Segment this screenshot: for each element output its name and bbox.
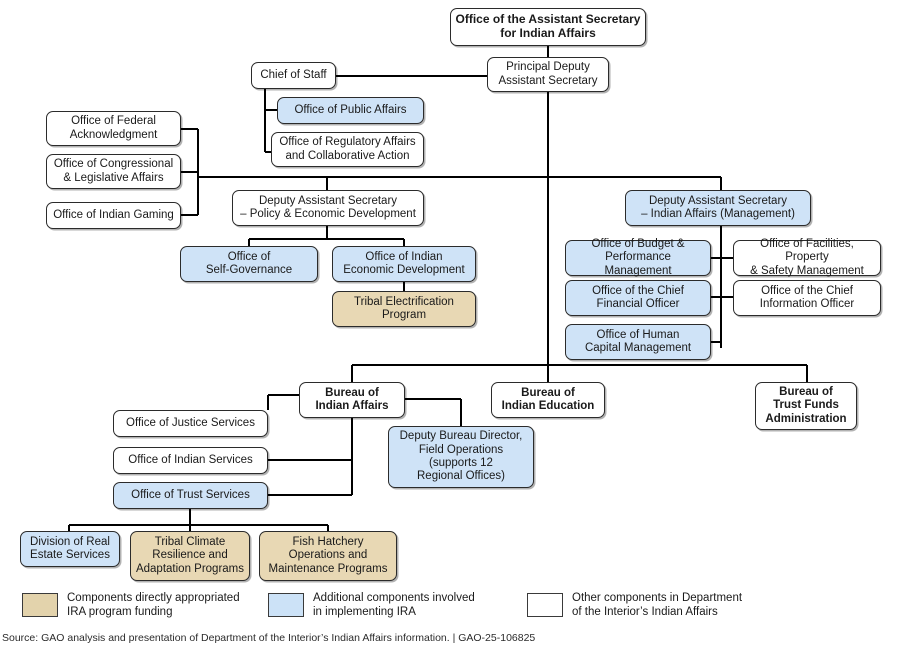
node-label: Office of Justice Services [126, 416, 255, 429]
node-office-of-indian-services[interactable]: Office of Indian Services [113, 447, 268, 474]
node-chief-of-staff[interactable]: Chief of Staff [251, 62, 336, 89]
legend-swatch-blue-icon [268, 593, 304, 617]
node-label: Office of Public Affairs [294, 103, 407, 116]
node-label: Deputy Assistant Secretary– Indian Affai… [641, 194, 795, 220]
node-label: Office of Budget &Performance Management [591, 238, 685, 277]
node-label: Office of Indian Services [128, 453, 253, 466]
node-label: Deputy Assistant Secretary– Policy & Eco… [240, 194, 416, 220]
node-deputy-assistant-secretary-management[interactable]: Deputy Assistant Secretary– Indian Affai… [625, 190, 811, 226]
node-label: Chief of Staff [260, 68, 327, 81]
footer-divider [0, 628, 900, 629]
node-office-of-indian-gaming[interactable]: Office of Indian Gaming [46, 202, 181, 229]
node-office-of-budget-performance-management[interactable]: Office of Budget &Performance Management [565, 238, 711, 277]
node-deputy-bureau-director-field-operations[interactable]: Deputy Bureau Director,Field Operations(… [388, 426, 534, 488]
source-note: Source: GAO analysis and presentation of… [2, 632, 536, 644]
node-office-of-facilities-property-safety-management[interactable]: Office of Facilities, Property& Safety M… [733, 238, 881, 277]
node-deputy-assistant-secretary-policy[interactable]: Deputy Assistant Secretary– Policy & Eco… [232, 190, 424, 226]
node-label: Office of Congressional& Legislative Aff… [53, 158, 174, 184]
legend-swatch-white-icon [527, 593, 563, 617]
node-office-of-public-affairs[interactable]: Office of Public Affairs [277, 97, 424, 124]
node-label: Office of Trust Services [131, 488, 250, 501]
node-office-of-congressional-legislative-affairs[interactable]: Office of Congressional& Legislative Aff… [46, 154, 181, 189]
node-office-of-justice-services[interactable]: Office of Justice Services [113, 410, 268, 437]
legend-swatch-tan-icon [22, 593, 58, 617]
node-label: Deputy Bureau Director,Field Operations(… [399, 430, 523, 483]
node-label: Office of Facilities, Property& Safety M… [750, 238, 864, 277]
node-label: Office of Indian Gaming [53, 208, 174, 221]
node-office-of-trust-services[interactable]: Office of Trust Services [113, 482, 268, 509]
